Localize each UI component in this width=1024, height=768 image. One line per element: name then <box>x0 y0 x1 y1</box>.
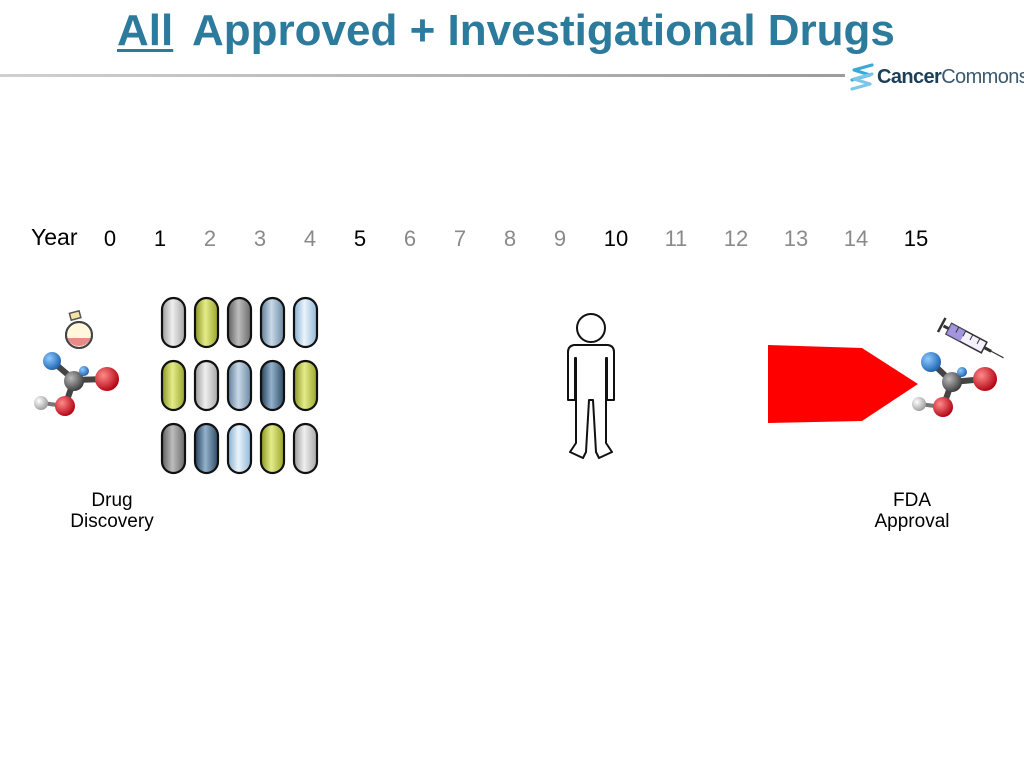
pill-icon <box>160 422 187 475</box>
syringe-icon <box>936 317 1004 359</box>
molecule-icon <box>34 352 119 416</box>
logo-bold: Cancer <box>877 66 942 88</box>
pill-icon <box>259 422 286 475</box>
year-tick-1: 1 <box>153 226 167 251</box>
caption-line: Drug <box>91 490 133 511</box>
pill-icon <box>292 359 319 412</box>
cancer-commons-logo-icon <box>850 63 874 91</box>
year-tick-13: 13 <box>783 226 809 251</box>
year-tick-9: 9 <box>553 226 567 251</box>
cancer-commons-logo: CancerCommons <box>848 62 1024 94</box>
pill-icon <box>226 422 253 475</box>
pill-icon <box>160 296 187 349</box>
logo-text: CancerCommons <box>877 66 1024 89</box>
title-rest: Approved + Investigational Drugs <box>192 6 895 55</box>
title-emphasis: All <box>117 6 174 55</box>
pill-icon <box>259 296 286 349</box>
year-tick-6: 6 <box>403 226 417 251</box>
year-tick-2: 2 <box>203 226 217 251</box>
person-icon <box>567 313 615 459</box>
pill-icon <box>259 359 286 412</box>
year-label: Year <box>31 224 78 250</box>
red-arrow-icon <box>768 345 918 423</box>
slide-title: All Approved + Investigational Drugs <box>0 6 1024 62</box>
year-tick-7: 7 <box>453 226 467 251</box>
title-divider <box>0 74 845 77</box>
pill-icon <box>193 422 220 475</box>
pill-icon <box>226 359 253 412</box>
caption-line: Approval <box>874 511 950 532</box>
pill-icon <box>292 296 319 349</box>
year-tick-4: 4 <box>303 226 317 251</box>
pill-icon <box>226 296 253 349</box>
flask-icon <box>65 309 93 349</box>
year-tick-15: 15 <box>903 226 929 251</box>
caption-line: Discovery <box>70 511 154 532</box>
year-tick-5: 5 <box>353 226 367 251</box>
year-tick-14: 14 <box>843 226 869 251</box>
fda-approval-caption: FDA Approval <box>852 490 972 532</box>
pill-icon <box>193 359 220 412</box>
pill-icon <box>160 359 187 412</box>
year-tick-11: 11 <box>664 226 688 251</box>
molecule-icon <box>912 352 997 417</box>
pill-icon <box>292 422 319 475</box>
year-tick-8: 8 <box>503 226 517 251</box>
drug-discovery-caption: Drug Discovery <box>52 490 172 532</box>
year-tick-3: 3 <box>253 226 267 251</box>
year-tick-12: 12 <box>723 226 749 251</box>
pill-grid <box>160 296 319 475</box>
logo-light: Commons <box>941 66 1024 88</box>
year-tick-0: 0 <box>103 226 117 251</box>
caption-line: FDA <box>893 490 931 511</box>
year-tick-10: 10 <box>603 226 629 251</box>
pill-icon <box>193 296 220 349</box>
